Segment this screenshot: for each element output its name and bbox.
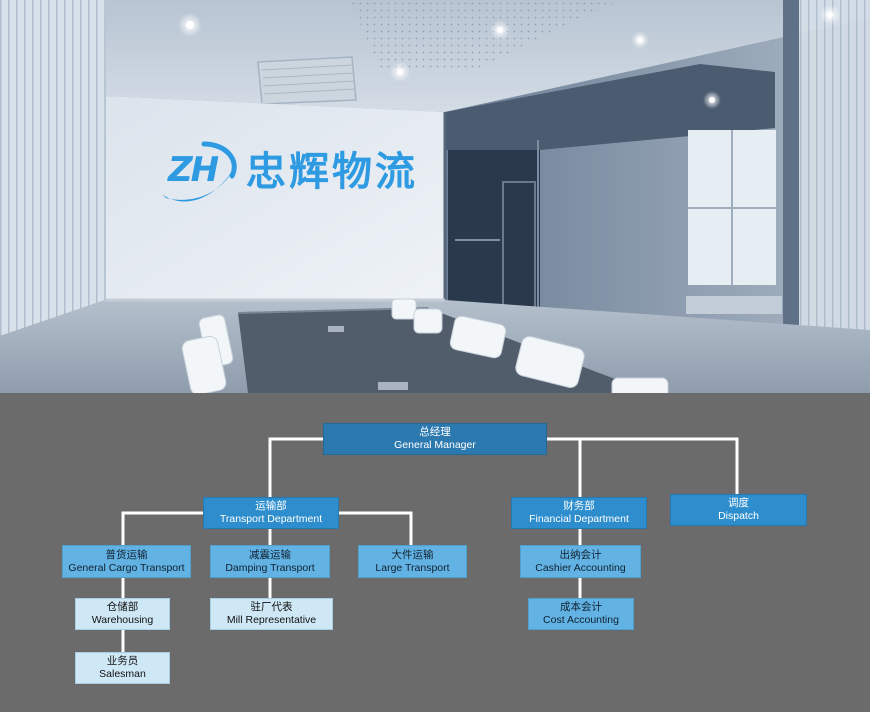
- node-label-zh: 减震运输: [249, 548, 291, 561]
- node-label-zh: 运输部: [255, 500, 287, 512]
- node-cashier-accounting: 出纳会计 Cashier Accounting: [520, 545, 641, 578]
- node-label-zh: 业务员: [106, 655, 139, 667]
- node-transport-department: 运输部 Transport Department: [203, 497, 339, 529]
- node-label-en: Transport Department: [219, 513, 323, 525]
- node-label-zh: 调度: [728, 497, 749, 509]
- node-general-manager: 总经理 General Manager: [323, 423, 547, 455]
- node-cost-accounting: 成本会计 Cost Accounting: [528, 598, 634, 630]
- room-illustration: [0, 0, 870, 393]
- node-general-cargo-transport: 普货运输 General Cargo Transport: [62, 545, 191, 578]
- company-logo-emblem: ZH: [160, 138, 240, 208]
- node-dispatch: 调度 Dispatch: [670, 494, 807, 526]
- node-label-zh: 大件运输: [391, 548, 434, 561]
- org-chart: 总经理 General Manager 运输部 Transport Depart…: [0, 393, 870, 712]
- node-label-en: Damping Transport: [225, 561, 315, 574]
- node-label-en: Mill Representative: [226, 614, 317, 626]
- logo-swoosh-icon: [162, 141, 237, 202]
- node-financial-department: 财务部 Financial Department: [511, 497, 647, 529]
- node-damping-transport: 减震运输 Damping Transport: [210, 545, 330, 578]
- node-label-en: Large Transport: [375, 561, 450, 574]
- node-label-zh: 财务部: [563, 500, 595, 512]
- node-salesman: 业务员 Salesman: [75, 652, 170, 684]
- node-label-zh: 普货运输: [105, 548, 148, 561]
- node-label-zh: 出纳会计: [559, 548, 602, 561]
- node-mill-representative: 驻厂代表 Mill Representative: [210, 598, 333, 630]
- company-name: 忠辉物流: [246, 149, 418, 195]
- node-label-en: Salesman: [99, 668, 146, 680]
- node-label-zh: 成本会计: [560, 601, 602, 613]
- connector-lines: [121, 437, 739, 654]
- node-label-zh: 驻厂代表: [250, 601, 293, 613]
- node-label-en: Financial Department: [529, 513, 629, 525]
- node-label-en: Cost Accounting: [543, 614, 619, 626]
- node-warehousing: 仓储部 Warehousing: [75, 598, 170, 630]
- node-label-en: General Manager: [394, 439, 476, 451]
- node-label-en: Warehousing: [91, 614, 154, 626]
- node-label-zh: 仓储部: [106, 601, 139, 613]
- logo-mark: ZH: [168, 150, 219, 190]
- conference-room-photo: ZH 忠辉物流: [0, 0, 870, 393]
- node-large-transport: 大件运输 Large Transport: [358, 545, 467, 578]
- node-label-en: General Cargo Transport: [68, 561, 185, 574]
- node-label-zh: 总经理: [419, 426, 451, 438]
- node-label-en: Cashier Accounting: [535, 561, 626, 574]
- node-label-en: Dispatch: [718, 510, 759, 522]
